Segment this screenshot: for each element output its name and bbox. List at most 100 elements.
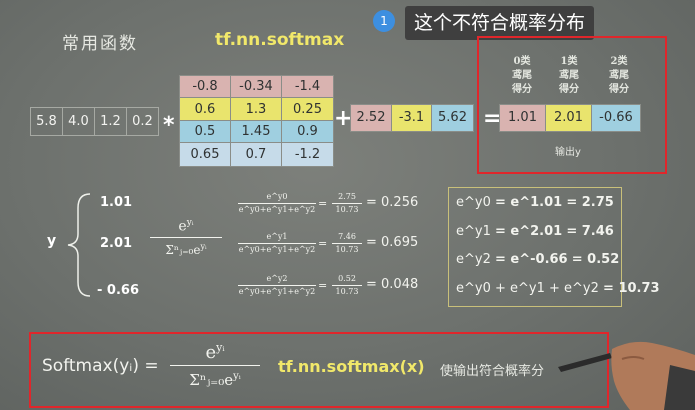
footer-den-sup: yᵢ bbox=[233, 371, 241, 382]
softmax-row-0-frac: e^y0 e^y0+e^y1+e^y2 bbox=[238, 192, 316, 215]
matrix-cell: 1.3 bbox=[231, 98, 282, 121]
step-badge[interactable]: 1 bbox=[373, 10, 395, 32]
formula-den: Σⁿⱼ₌₀e bbox=[165, 242, 201, 257]
plus-operator: + bbox=[334, 106, 353, 131]
y-value-2: - 0.66 bbox=[97, 283, 139, 298]
frac-num: e^y1 bbox=[266, 232, 288, 241]
footer-softmax-label: Softmax(yᵢ) = bbox=[42, 356, 159, 376]
matrix-cell: 0.9 bbox=[282, 121, 333, 143]
output-highlight-box bbox=[477, 36, 667, 174]
softmax-row-1-num: 7.46 10.73 bbox=[332, 232, 362, 255]
frac-den: e^y0+e^y1+e^y2 bbox=[238, 287, 316, 296]
matrix-cell: 0.65 bbox=[180, 143, 231, 166]
general-softmax-formula: eyᵢ Σⁿⱼ₌₀eyᵢ bbox=[150, 214, 222, 258]
output-label: 输出y bbox=[555, 147, 581, 158]
output-cell: 1.01 bbox=[500, 105, 546, 131]
matrix-cell: 0.7 bbox=[231, 143, 282, 166]
class-header-1: 1类 鸢尾 得分 bbox=[549, 55, 589, 97]
matrix-cell: -1.2 bbox=[282, 143, 333, 166]
class-header-0: 0类 鸢尾 得分 bbox=[502, 55, 542, 97]
matrix-cell: 0.25 bbox=[282, 98, 333, 121]
class-header-2: 2类 鸢尾 得分 bbox=[597, 55, 641, 97]
exp-rhs: = 0.52 bbox=[571, 252, 620, 267]
weight-matrix: -0.8 -0.34 -1.4 0.6 1.3 0.25 0.5 1.45 0.… bbox=[179, 75, 334, 167]
exp-row-3: e^y0 + e^y1 + e^y2 = 10.73 bbox=[456, 281, 660, 296]
input-vector: 5.8 4.0 1.2 0.2 bbox=[30, 107, 159, 136]
footer-highlight-box bbox=[29, 332, 609, 408]
input-cell: 5.8 bbox=[31, 108, 63, 135]
softmax-row-1-frac: e^y1 e^y0+e^y1+e^y2 bbox=[238, 232, 316, 255]
matrix-cell: -0.8 bbox=[180, 76, 231, 98]
frac-den: 10.73 bbox=[335, 287, 359, 296]
exp-lhs: e^y2 bbox=[456, 252, 491, 267]
bias-cell: 5.62 bbox=[432, 105, 473, 131]
exp-row-2: e^y2 = e^-0.66 = 0.52 bbox=[456, 252, 619, 267]
class-header-line: 2类 bbox=[610, 56, 628, 67]
eq-sign: = bbox=[318, 237, 328, 250]
eq-sign: = bbox=[318, 279, 328, 292]
footer-note: 使输出符合概率分 bbox=[440, 364, 545, 379]
exp-mid: = e^-0.66 bbox=[495, 252, 568, 267]
equals-operator: = bbox=[483, 106, 502, 131]
exp-rhs: = 10.73 bbox=[603, 281, 660, 296]
curly-brace bbox=[67, 193, 91, 297]
class-header-line: 得分 bbox=[512, 84, 532, 95]
class-header-line: 鸢尾 bbox=[559, 70, 579, 81]
output-cell: -0.66 bbox=[592, 105, 640, 131]
frac-den: 10.73 bbox=[335, 205, 359, 214]
frac-den: e^y0+e^y1+e^y2 bbox=[238, 205, 316, 214]
exp-mid: = e^2.01 bbox=[495, 224, 563, 239]
exp-lhs: e^y1 bbox=[456, 224, 491, 239]
footer-den: Σⁿⱼ₌₀e bbox=[189, 371, 234, 389]
formula-den-sup: yᵢ bbox=[200, 241, 207, 251]
matrix-cell: 0.5 bbox=[180, 121, 231, 143]
class-header-line: 得分 bbox=[559, 84, 579, 95]
eq-sign: = bbox=[318, 197, 328, 210]
frac-num: 0.52 bbox=[338, 274, 356, 283]
exp-box bbox=[448, 187, 622, 307]
exp-row-0: e^y0 = e^1.01 = 2.75 bbox=[456, 195, 614, 210]
softmax-result-1: = 0.695 bbox=[366, 235, 419, 250]
bias-vector: 2.52 -3.1 5.62 bbox=[350, 104, 474, 132]
class-header-line: 0类 bbox=[513, 56, 531, 67]
exp-lhs: e^y0 + e^y1 + e^y2 bbox=[456, 281, 599, 296]
frac-den: e^y0+e^y1+e^y2 bbox=[238, 245, 316, 254]
softmax-row-2-num: 0.52 10.73 bbox=[332, 274, 362, 297]
bias-cell: 2.52 bbox=[351, 105, 392, 131]
frac-den: 10.73 bbox=[335, 245, 359, 254]
softmax-result-0: = 0.256 bbox=[366, 195, 419, 210]
class-header-line: 1类 bbox=[560, 56, 578, 67]
section-title: 常用函数 bbox=[62, 34, 138, 54]
exp-lhs: e^y0 bbox=[456, 195, 491, 210]
input-cell: 4.0 bbox=[63, 108, 95, 135]
formula-num: e bbox=[178, 218, 187, 235]
matrix-cell: 1.45 bbox=[231, 121, 282, 143]
formula-num-sup: yᵢ bbox=[186, 218, 194, 228]
footer-num: e bbox=[205, 342, 217, 363]
y-label: y bbox=[47, 233, 57, 249]
output-vector: 1.01 2.01 -0.66 bbox=[499, 104, 641, 132]
matrix-cell: -1.4 bbox=[282, 76, 333, 98]
y-value-0: 1.01 bbox=[100, 195, 133, 210]
input-cell: 1.2 bbox=[95, 108, 127, 135]
class-header-line: 得分 bbox=[609, 84, 629, 95]
class-header-line: 鸢尾 bbox=[609, 70, 629, 81]
softmax-row-2-frac: e^y2 e^y0+e^y1+e^y2 bbox=[238, 274, 316, 297]
annotation-tooltip: 这个不符合概率分布 bbox=[405, 6, 595, 40]
exp-rhs: = 2.75 bbox=[566, 195, 614, 210]
presenter-hand bbox=[558, 341, 695, 410]
footer-api-name: tf.nn.softmax(x) bbox=[278, 357, 425, 376]
frac-num: e^y2 bbox=[266, 274, 288, 283]
frac-num: 7.46 bbox=[338, 232, 356, 241]
input-cell: 0.2 bbox=[132, 114, 153, 129]
matrix-cell: -0.34 bbox=[231, 76, 282, 98]
exp-rhs: = 7.46 bbox=[566, 224, 614, 239]
footer-softmax-formula: eyᵢ Σⁿⱼ₌₀eyᵢ bbox=[170, 337, 260, 390]
exp-row-1: e^y1 = e^2.01 = 7.46 bbox=[456, 224, 614, 239]
frac-num: e^y0 bbox=[266, 192, 288, 201]
output-cell: 2.01 bbox=[546, 105, 592, 131]
exp-mid: = e^1.01 bbox=[495, 195, 563, 210]
class-header-line: 鸢尾 bbox=[512, 70, 532, 81]
multiply-operator: * bbox=[163, 113, 175, 138]
